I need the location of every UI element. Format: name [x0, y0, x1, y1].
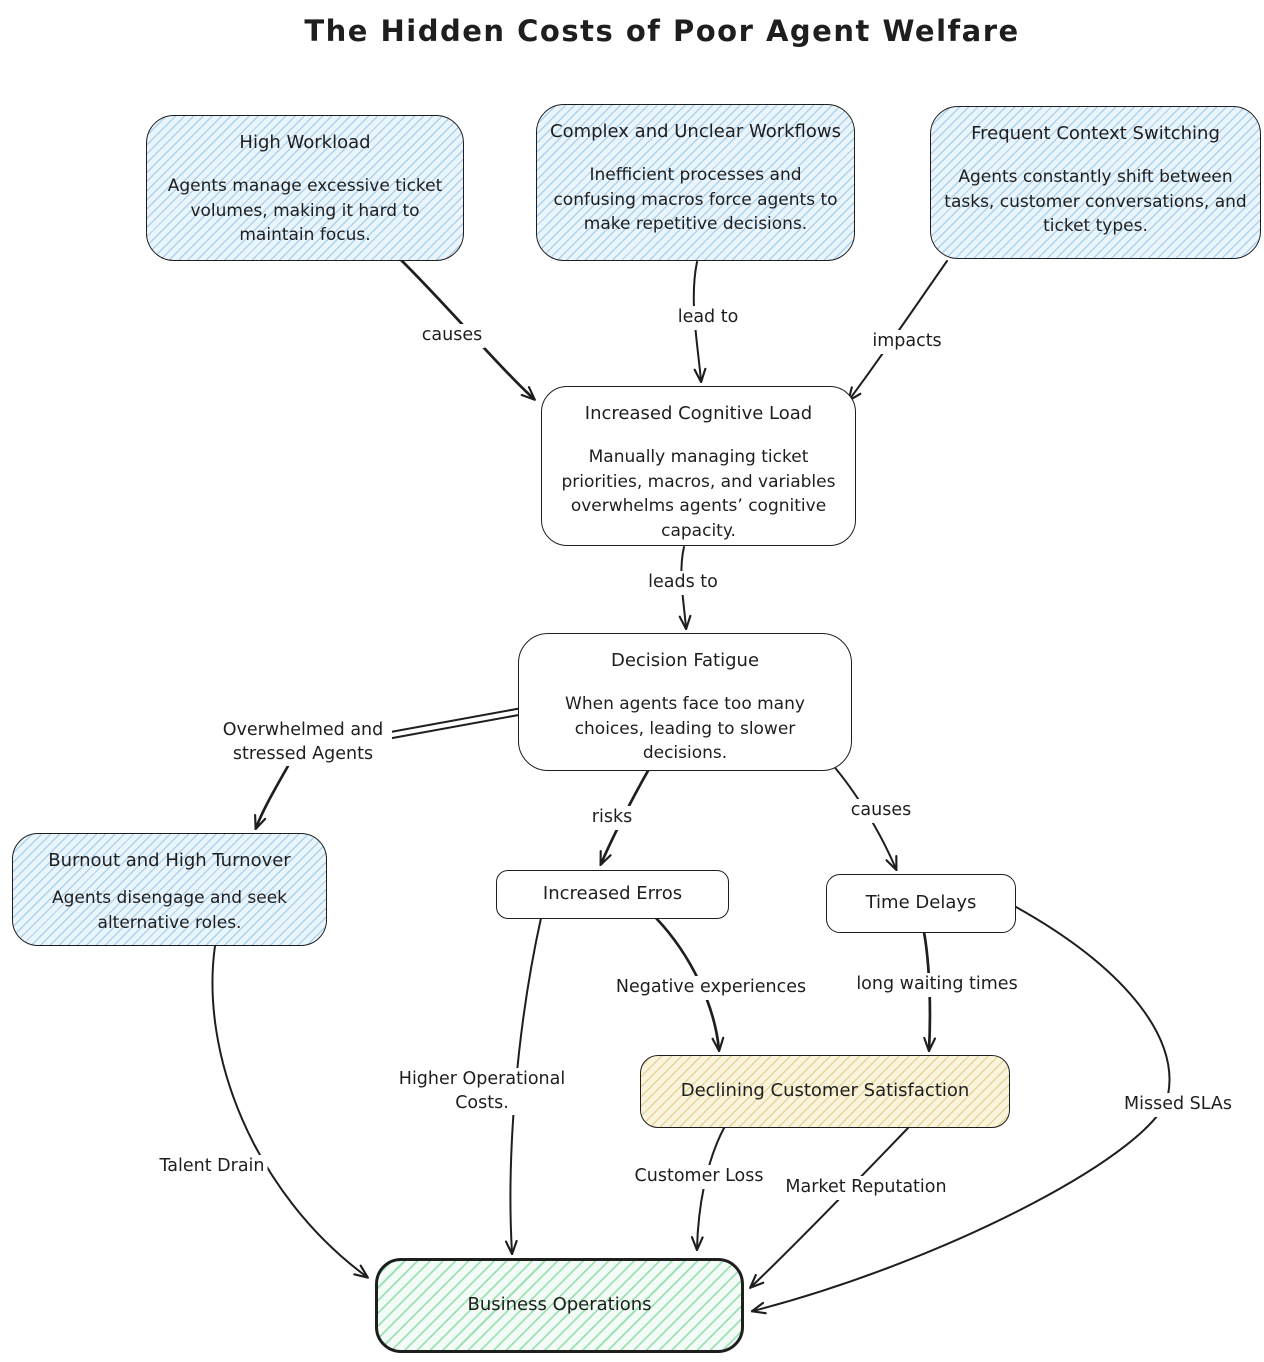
edge-label-market-reputation: Market Reputation	[782, 1176, 950, 1200]
node-complex-workflows-body: Inefficient processes and confusing macr…	[553, 165, 838, 235]
edge-decision-overwhelmed-line-a	[384, 705, 534, 734]
node-declining-customer-satisfaction-title: Declining Customer Satisfaction	[680, 1080, 970, 1102]
node-business-operations-title: Business Operations	[467, 1294, 652, 1316]
edge-label-lead-to: lead to	[674, 306, 742, 330]
node-time-delays-title: Time Delays	[865, 892, 977, 914]
node-increased-errors: Increased Erros	[496, 870, 729, 919]
node-business-operations: Business Operations	[375, 1258, 744, 1353]
node-cognitive-load: Increased Cognitive Load Manually managi…	[541, 386, 856, 546]
edge-label-higher-operational-costs: Higher Operational Costs.	[387, 1068, 577, 1116]
node-context-switching-body: Agents constantly shift between tasks, c…	[944, 167, 1247, 237]
node-time-delays: Time Delays	[826, 874, 1016, 933]
node-decision-fatigue: Decision Fatigue When agents face too ma…	[518, 633, 852, 771]
edge-overwhelmed-to-burnout	[256, 764, 290, 828]
edge-label-causes-delays: causes	[847, 799, 915, 823]
edge-burnout-talent-drain	[211, 945, 367, 1277]
node-complex-workflows-title: Complex and Unclear Workflows	[550, 121, 841, 142]
edge-csat-market-reputation	[751, 1127, 909, 1287]
node-context-switching: Frequent Context Switching Agents consta…	[930, 106, 1261, 259]
node-complex-workflows: Complex and Unclear Workflows Inefficien…	[536, 104, 855, 261]
node-high-workload-title: High Workload	[239, 132, 371, 153]
node-cognitive-load-title: Increased Cognitive Load	[584, 403, 813, 424]
diagram-title: The Hidden Costs of Poor Agent Welfare	[304, 14, 1020, 48]
node-cognitive-load-body: Manually managing ticket priorities, mac…	[561, 447, 836, 542]
edge-label-impacts: impacts	[869, 330, 945, 354]
edge-label-negative-experiences: Negative experiences	[612, 976, 810, 1000]
edge-decision-overwhelmed-line-b	[386, 711, 536, 740]
node-declining-customer-satisfaction: Declining Customer Satisfaction	[640, 1055, 1010, 1128]
node-high-workload-body: Agents manage excessive ticket volumes, …	[167, 176, 443, 246]
node-context-switching-title: Frequent Context Switching	[971, 123, 1220, 144]
node-burnout: Burnout and High Turnover Agents disenga…	[12, 833, 327, 946]
edge-label-risks: risks	[588, 806, 636, 830]
edge-label-overwhelmed: Overwhelmed and stressed Agents	[214, 719, 392, 767]
edge-label-customer-loss: Customer Loss	[631, 1165, 767, 1189]
edge-label-missed-slas: Missed SLAs	[1121, 1093, 1235, 1117]
node-high-workload: High Workload Agents manage excessive ti…	[146, 115, 464, 261]
node-decision-fatigue-body: When agents face too many choices, leadi…	[565, 694, 805, 764]
edge-label-long-waiting-times: long waiting times	[853, 973, 1021, 997]
node-burnout-body: Agents disengage and seek alternative ro…	[51, 888, 288, 933]
edge-label-talent-drain: Talent Drain	[156, 1155, 268, 1179]
node-decision-fatigue-title: Decision Fatigue	[610, 650, 760, 671]
edge-label-causes-workload: causes	[418, 324, 486, 348]
edge-label-leads-to: leads to	[645, 571, 721, 595]
node-burnout-title: Burnout and High Turnover	[48, 850, 291, 871]
node-increased-errors-title: Increased Erros	[542, 883, 683, 905]
